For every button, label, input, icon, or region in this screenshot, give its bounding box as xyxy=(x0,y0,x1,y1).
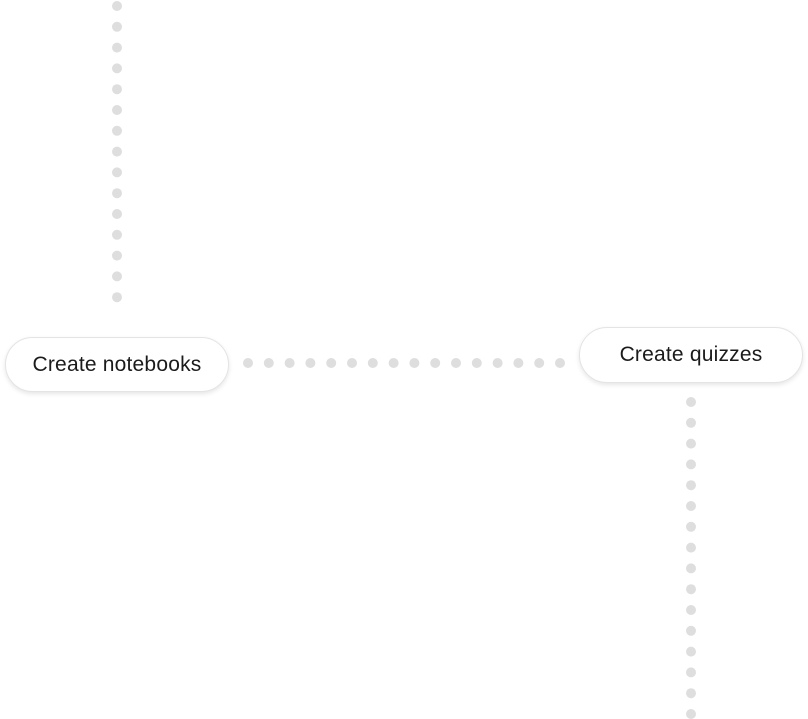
connector-dot xyxy=(686,709,696,719)
connector-dot xyxy=(112,292,122,303)
connector-dot xyxy=(513,358,524,368)
connector-dot xyxy=(326,358,337,368)
connector-dot xyxy=(686,667,696,678)
connector-dot xyxy=(686,397,696,407)
connector-dot xyxy=(451,358,461,368)
connector-dot xyxy=(112,146,122,157)
connector-dot xyxy=(388,358,399,368)
connector-dot xyxy=(686,646,696,657)
connector-dot xyxy=(686,542,696,553)
connector-dot xyxy=(686,521,696,532)
connector-dot xyxy=(409,358,420,368)
connector-dot xyxy=(686,605,696,615)
connector-dot xyxy=(112,125,122,136)
connector-dot xyxy=(686,584,696,595)
connector-dot xyxy=(686,688,696,699)
connector-dot xyxy=(112,271,122,282)
connector-dot xyxy=(686,480,696,491)
connector-dot xyxy=(112,105,122,115)
dotted-line-top xyxy=(112,1,122,303)
connector-dot xyxy=(686,501,696,511)
connector-dot xyxy=(686,625,696,636)
connector-dot xyxy=(534,358,545,368)
connector-dot xyxy=(284,358,295,368)
connector-dot xyxy=(112,42,122,53)
connector-dot xyxy=(112,250,122,261)
connector-dot xyxy=(112,188,122,199)
connector-dot xyxy=(112,167,122,178)
connector-dot xyxy=(471,358,482,368)
connector-dot xyxy=(430,358,441,368)
connector-dot xyxy=(686,438,696,449)
connector-dot xyxy=(686,417,696,428)
connector-dot xyxy=(347,358,357,368)
connector-dot xyxy=(112,209,122,219)
connector-dot xyxy=(112,84,122,95)
create-quizzes-label: Create quizzes xyxy=(619,343,763,366)
dotted-line-middle xyxy=(243,358,565,368)
connector-dot xyxy=(686,459,696,470)
dotted-line-bottom xyxy=(686,397,696,719)
connector-dot xyxy=(492,358,503,368)
connector-dot xyxy=(112,63,122,74)
connector-dot xyxy=(243,358,253,368)
connector-dot xyxy=(112,21,122,32)
connector-dot xyxy=(263,358,274,368)
connector-dot xyxy=(555,358,565,368)
connector-dot xyxy=(686,563,696,574)
connector-dot xyxy=(112,1,122,11)
create-notebooks-node[interactable]: Create notebooks xyxy=(5,337,229,392)
connector-dot xyxy=(305,358,316,368)
connector-dot xyxy=(367,358,378,368)
create-notebooks-label: Create notebooks xyxy=(32,352,202,376)
connector-dot xyxy=(112,229,122,240)
create-quizzes-node[interactable]: Create quizzes xyxy=(579,327,803,383)
